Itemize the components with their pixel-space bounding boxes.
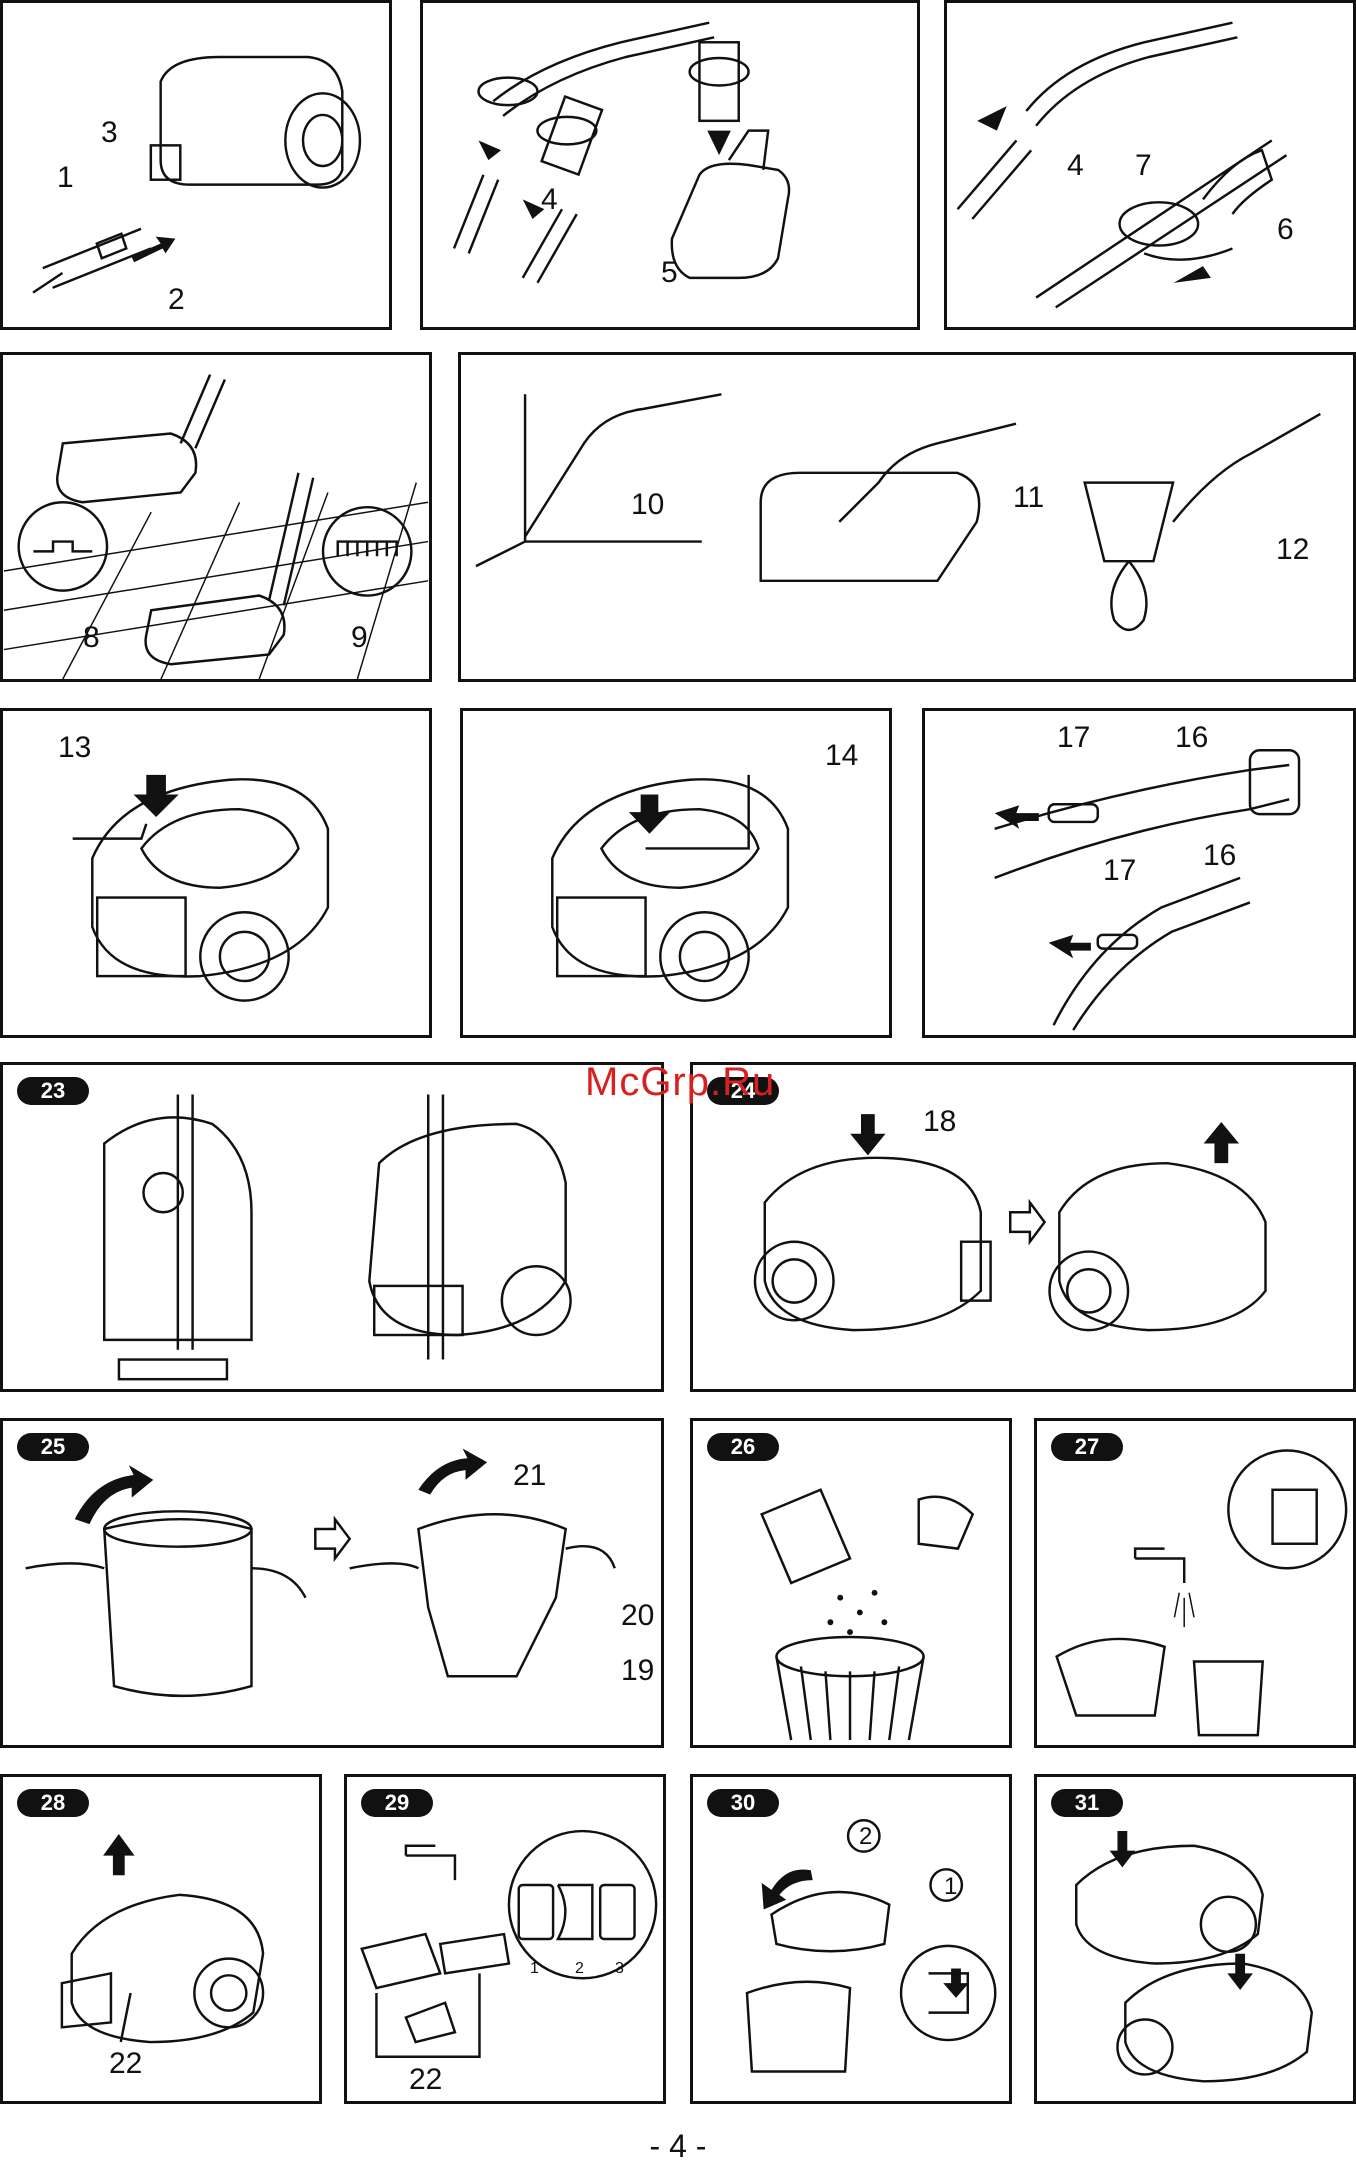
part-label: 1: [944, 1872, 957, 1902]
panel-29-filter-wash: 29 22 1 2 3: [344, 1774, 666, 2104]
part-label: 19: [621, 1656, 654, 1686]
part-label: 12: [1276, 535, 1309, 565]
panel-accessories: 10 11 12: [458, 352, 1356, 682]
panel-27-wash: 27: [1034, 1418, 1356, 1748]
part-label: 1: [530, 1954, 539, 1984]
illustration-hose-slider: [925, 711, 1353, 1035]
panel-28-filter-remove: 28 22: [0, 1774, 322, 2104]
part-label: 22: [409, 2065, 442, 2095]
panel-tube-adjust: 4 7 6: [944, 0, 1356, 330]
panel-31-close: 31: [1034, 1774, 1356, 2104]
part-label: 20: [621, 1601, 654, 1631]
part-label: 7: [1135, 151, 1152, 181]
part-label: 13: [58, 733, 91, 763]
panel-25-remove-container: 25 21 20 19: [0, 1418, 664, 1748]
illustration-crevice-upholstery-brush: [461, 355, 1353, 679]
illustration-filter-pull: [3, 1777, 319, 2101]
part-label: 8: [83, 623, 100, 653]
part-label: 16: [1175, 723, 1208, 753]
part-label: 9: [351, 623, 368, 653]
part-label: 3: [615, 1954, 624, 1984]
part-label: 17: [1103, 856, 1136, 886]
panel-cord-rewind: 14: [460, 708, 892, 1038]
part-label: 2: [575, 1954, 584, 1984]
illustration-release-container: [693, 1065, 1353, 1389]
panel-24-open-lid: 24 18: [690, 1062, 1356, 1392]
panel-26-empty: 26: [690, 1418, 1012, 1748]
illustration-dust-container-lift: [3, 1421, 661, 1745]
part-label: 5: [661, 258, 678, 288]
illustration-container-replace: [693, 1777, 1009, 2101]
illustration-wash-container: [1037, 1421, 1353, 1745]
part-label: 22: [109, 2049, 142, 2079]
part-label: 21: [513, 1461, 546, 1491]
part-label: 17: [1057, 723, 1090, 753]
part-label: 1: [57, 163, 74, 193]
illustration-container-lock: [1037, 1777, 1353, 2101]
panel-floor-nozzle: 8 9: [0, 352, 432, 682]
illustration-empty-bin: [693, 1421, 1009, 1745]
part-label: 10: [631, 490, 664, 520]
illustration-parking-position: [3, 1065, 661, 1389]
panel-23-storage: 23: [0, 1062, 664, 1392]
part-label: 2: [168, 285, 185, 315]
panel-assembly-hose: 1 3 2: [0, 0, 392, 330]
illustration-filter-wash: [347, 1777, 663, 2101]
panel-power-button: 13: [0, 708, 432, 1038]
part-label: 3: [101, 118, 118, 148]
panel-30-reinstall: 30 2 1: [690, 1774, 1012, 2104]
part-label: 14: [825, 741, 858, 771]
part-label: 4: [1067, 151, 1084, 181]
watermark: McGrp.Ru: [585, 1060, 775, 1105]
part-label: 11: [1013, 483, 1044, 513]
part-label: 2: [859, 1822, 872, 1852]
panel-suction-control: 17 16 17 16: [922, 708, 1356, 1038]
part-label: 6: [1277, 215, 1294, 245]
part-label: 18: [923, 1107, 956, 1137]
part-label: 4: [541, 185, 558, 215]
part-label: 16: [1203, 841, 1236, 871]
panel-assembly-tubes: 4 5: [420, 0, 920, 330]
page-number: - 4 -: [0, 2128, 1356, 2165]
